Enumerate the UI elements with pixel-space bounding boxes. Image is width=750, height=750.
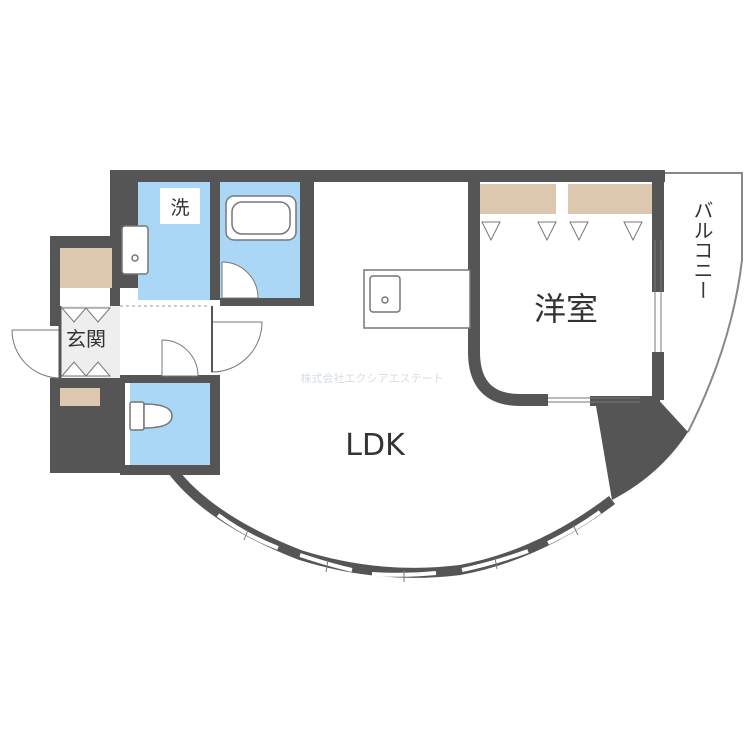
curved-window-ticks bbox=[243, 524, 579, 582]
entrance-label: 玄関 bbox=[66, 327, 106, 351]
bathtub-icon bbox=[225, 195, 297, 241]
washbasin-icon bbox=[121, 225, 149, 275]
bath-door-swing bbox=[221, 261, 259, 299]
kitchen-counter bbox=[363, 269, 471, 329]
laundry-label: 洗 bbox=[170, 197, 189, 219]
western-room-label: 洋室 bbox=[534, 290, 598, 328]
western-room-door bbox=[548, 397, 640, 403]
western-window bbox=[654, 240, 662, 352]
watermark: 株式会社エクシアエステート bbox=[301, 371, 444, 385]
western-closet-doors bbox=[481, 221, 643, 242]
ldk-curved-exterior bbox=[168, 466, 616, 578]
balcony-label: バルコニー bbox=[690, 200, 714, 300]
ldk-label: LDK bbox=[345, 428, 406, 463]
laundry-label-box bbox=[160, 188, 200, 224]
entrance-door-swing bbox=[11, 306, 62, 379]
corridor-doors bbox=[161, 306, 263, 377]
toilet-icon bbox=[129, 401, 173, 431]
storage-units bbox=[60, 184, 652, 406]
western-room-curved-wall bbox=[468, 308, 548, 406]
entrance-closet-doors bbox=[60, 307, 112, 377]
balcony-outline bbox=[660, 172, 743, 433]
